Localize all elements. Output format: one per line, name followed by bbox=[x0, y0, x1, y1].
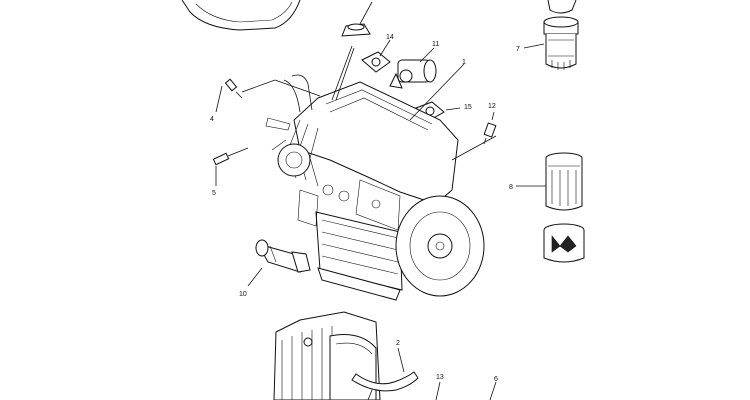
callout-10: 10 bbox=[239, 291, 247, 298]
sensor-part-4 bbox=[215, 78, 321, 113]
valve-part-11 bbox=[389, 47, 437, 89]
hose-part-2 bbox=[351, 347, 419, 392]
callout-5: 5 bbox=[212, 190, 216, 197]
callout-8: 8 bbox=[509, 184, 513, 191]
callout-1: 1 bbox=[462, 59, 466, 66]
callout-11: 11 bbox=[432, 41, 439, 48]
top-right-fitting-part bbox=[547, 0, 577, 14]
gasket-part-14 bbox=[361, 39, 391, 73]
callout-4: 4 bbox=[210, 116, 214, 123]
sensor-part-12 bbox=[483, 111, 497, 145]
callout-15: 15 bbox=[464, 104, 472, 111]
thermostat-cap-part bbox=[341, 1, 373, 37]
callout-13: 13 bbox=[436, 374, 444, 381]
callout-2: 2 bbox=[396, 340, 400, 347]
top-cover-part bbox=[181, 0, 301, 31]
callout-12: 12 bbox=[488, 103, 496, 110]
filter-element-part bbox=[543, 223, 585, 263]
callout-14: 14 bbox=[386, 34, 394, 41]
starter-motor-part bbox=[247, 239, 311, 287]
fuel-filter-part bbox=[543, 16, 579, 70]
sensor-part-5 bbox=[212, 147, 249, 186]
oil-filter-part bbox=[545, 152, 583, 211]
callout-7: 7 bbox=[516, 46, 520, 53]
callout-6: 6 bbox=[494, 376, 498, 383]
engine-assembly-part bbox=[265, 45, 497, 301]
